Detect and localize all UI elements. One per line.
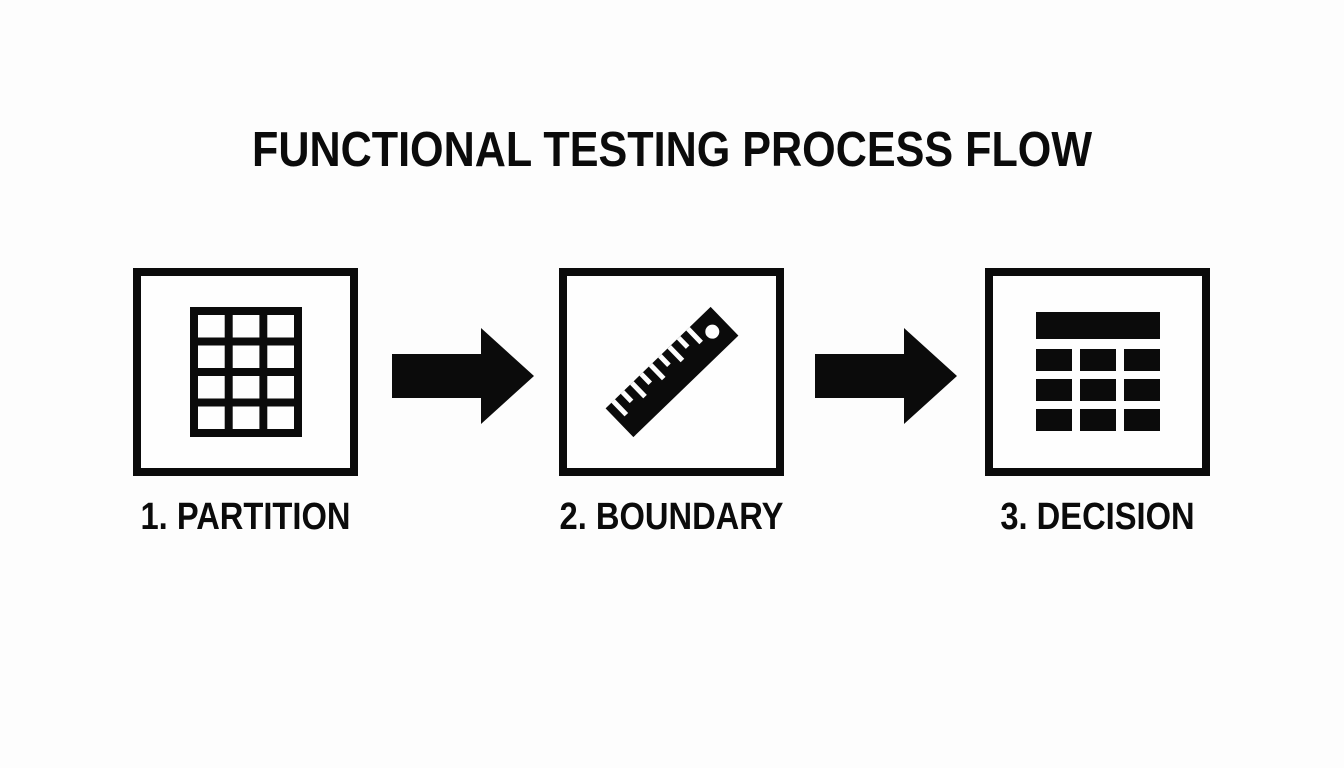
boundary-ruler-icon: [605, 306, 738, 438]
step-box-partition: [133, 268, 358, 476]
diagram-title: FUNCTIONAL TESTING PROCESS FLOW: [251, 123, 1093, 177]
arrow-right-icon: [815, 328, 957, 424]
arrow-right-icon: [392, 328, 534, 424]
step-box-boundary: [559, 268, 784, 476]
partition-grid-icon: [189, 307, 302, 437]
step-label-partition: 1. PARTITION: [140, 496, 351, 538]
decision-table-icon: [1035, 312, 1160, 431]
step-box-decision: [985, 268, 1210, 476]
step-label-boundary: 2. BOUNDARY: [559, 496, 784, 538]
step-label-decision: 3. DECISION: [1000, 496, 1195, 538]
